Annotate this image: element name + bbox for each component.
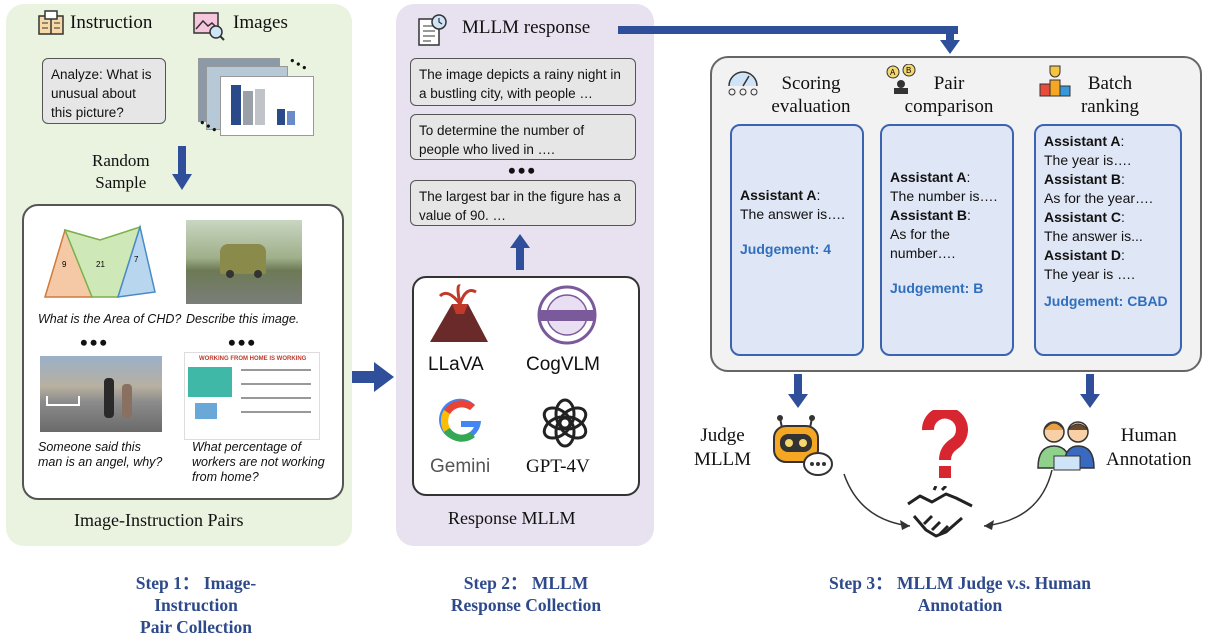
handshake-icon xyxy=(907,486,973,538)
instruction-label: Instruction xyxy=(70,12,153,33)
images-label: Images xyxy=(233,12,288,33)
batch-judgement: Judgement: CBAD xyxy=(1044,293,1168,309)
cogvlm-logo-icon xyxy=(537,285,597,345)
model-llava: LLaVA xyxy=(428,354,484,375)
scoring-card: Assistant A: The answer is…. Judgement: … xyxy=(730,124,864,356)
caption-percentage: What percentage of workers are not worki… xyxy=(192,440,325,484)
response-ellipsis: ••• xyxy=(508,158,538,183)
instruction-prompt-text: Analyze: What is unusual about this pict… xyxy=(51,67,152,120)
hay-cart-photo xyxy=(186,220,302,304)
svg-text:7: 7 xyxy=(134,255,139,264)
parking-photo xyxy=(40,356,162,432)
google-g-icon xyxy=(439,398,481,442)
response-box-2: To determine the number of people who li… xyxy=(410,114,636,160)
arrow-step2-to-step3 xyxy=(618,26,960,54)
response-box-1: The image depicts a rainy night in a bus… xyxy=(410,58,636,106)
down-arrow-step1 xyxy=(172,146,192,190)
scoring-judgement: Judgement: 4 xyxy=(740,241,832,257)
podium-icon xyxy=(1039,65,1071,97)
model-gemini: Gemini xyxy=(430,456,491,477)
stack-bar-chart xyxy=(220,76,314,136)
svg-text:9: 9 xyxy=(62,260,67,269)
openai-logo-icon xyxy=(542,398,588,448)
down-arrow-judge xyxy=(788,374,808,408)
gauge-icon xyxy=(728,71,758,96)
scoring-evaluation-header: Scoring evaluation xyxy=(771,73,851,117)
batch-card: Assistant A: The year is…. Assistant B: … xyxy=(1034,124,1182,356)
image-stack xyxy=(198,58,314,136)
converging-arrows xyxy=(843,469,1053,530)
volcano-icon xyxy=(430,284,488,342)
book-icon xyxy=(38,10,64,35)
human-annotators-icon xyxy=(1037,421,1095,471)
document-clock-icon xyxy=(418,14,447,46)
step2-title: Step 2： MLLM Response Collection xyxy=(450,573,602,615)
image-search-icon xyxy=(193,12,225,41)
down-arrow-human xyxy=(1080,374,1100,408)
instruction-prompt-box: Analyze: What is unusual about this pict… xyxy=(42,58,166,124)
batch-ranking-header: Batch ranking xyxy=(1080,73,1140,117)
caption-geometry: What is the Area of CHD? xyxy=(38,312,182,326)
image-instruction-pairs-label: Image-Instruction Pairs xyxy=(74,510,244,530)
model-cogvlm: CogVLM xyxy=(526,354,600,375)
caption-describe: Describe this image. xyxy=(186,312,300,326)
pair-comparison-header: Pair comparison xyxy=(904,73,994,117)
svg-text:21: 21 xyxy=(96,260,105,269)
caption-angel: Someone said this man is an angel, why? xyxy=(38,440,163,469)
infographic-image: WORKING FROM HOME IS WORKING xyxy=(184,352,320,440)
mllm-response-label: MLLM response xyxy=(462,17,591,38)
question-mark-icon xyxy=(921,410,968,478)
model-gpt4v: GPT-4V xyxy=(526,456,590,477)
pair-comparison-icon: A B xyxy=(886,64,916,94)
response-mllm-label: Response MLLM xyxy=(448,508,576,528)
up-arrow-step2 xyxy=(510,234,530,270)
svg-text:A: A xyxy=(890,68,896,77)
svg-text:B: B xyxy=(906,66,911,75)
pair-card: Assistant A: The number is…. Assistant B… xyxy=(880,124,1014,356)
response-box-3: The largest bar in the figure has a valu… xyxy=(410,180,636,226)
step3-title: Step 3： MLLM Judge v.s. Human Annotation xyxy=(828,573,1092,615)
human-annotation-label: Human Annotation xyxy=(1106,425,1192,470)
random-sample-label: Random Sample xyxy=(92,151,150,192)
ellipsis-left: ••• xyxy=(80,330,110,355)
geometry-figure: 9 21 7 xyxy=(43,224,156,298)
robot-icon xyxy=(773,415,833,476)
ellipsis-right: ••• xyxy=(228,330,258,355)
judge-mllm-label: Judge MLLM xyxy=(694,425,751,470)
pair-judgement: Judgement: B xyxy=(890,280,984,296)
step1-title: Step 1： Image-Instruction Pair Collectio… xyxy=(135,573,257,637)
right-arrow-step1-to-step2 xyxy=(352,362,394,392)
